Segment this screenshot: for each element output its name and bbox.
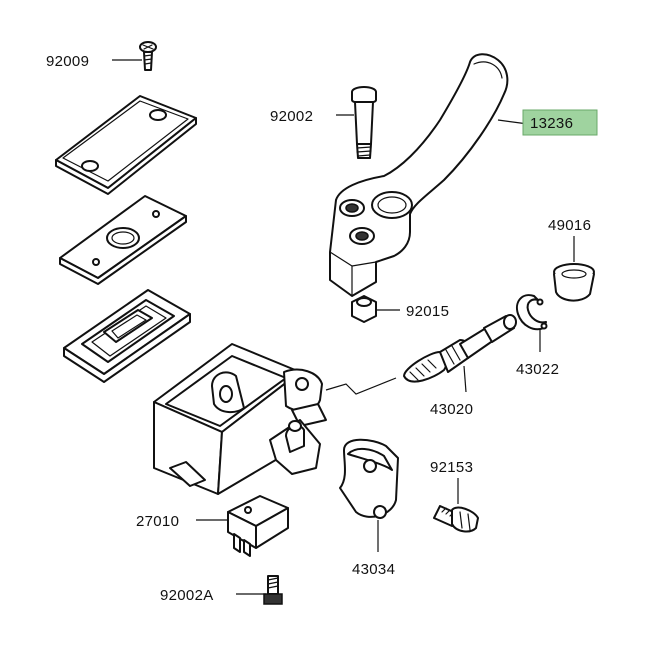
part-label-13236[interactable]: 13236 <box>530 115 573 132</box>
dust-boot-icon <box>553 263 595 302</box>
reservoir-screw-icon <box>139 41 157 71</box>
piston-kit-icon <box>403 314 517 383</box>
master-cylinder-body-icon <box>153 343 327 495</box>
circlip-icon <box>516 294 548 331</box>
part-label-43022[interactable]: 43022 <box>516 361 559 378</box>
part-label-43020[interactable]: 43020 <box>430 401 473 418</box>
leader-43020 <box>463 365 467 393</box>
part-label-highlight <box>522 109 598 136</box>
brake-lever-icon <box>329 53 509 297</box>
diaphragm-plate-icon <box>59 195 187 285</box>
assembly-line <box>325 377 397 395</box>
part-label-92015[interactable]: 92015 <box>406 303 449 320</box>
part-label-92002A[interactable]: 92002A <box>160 587 214 604</box>
part-label-27010[interactable]: 27010 <box>136 513 179 530</box>
clamp-bolt-icon <box>433 505 479 533</box>
switch-screw-icon <box>263 575 283 605</box>
pivot-bolt-icon <box>351 86 377 159</box>
rubber-diaphragm-icon <box>63 289 191 383</box>
clamp-icon <box>339 438 399 519</box>
part-label-92002[interactable]: 92002 <box>270 108 313 125</box>
part-label-49016[interactable]: 49016 <box>548 217 591 234</box>
part-label-92153[interactable]: 92153 <box>430 459 473 476</box>
part-label-43034[interactable]: 43034 <box>352 561 395 578</box>
part-label-92009[interactable]: 92009 <box>46 53 89 70</box>
brake-light-switch-icon <box>227 495 289 557</box>
nut-icon <box>351 295 377 323</box>
reservoir-cap-icon <box>55 95 197 195</box>
